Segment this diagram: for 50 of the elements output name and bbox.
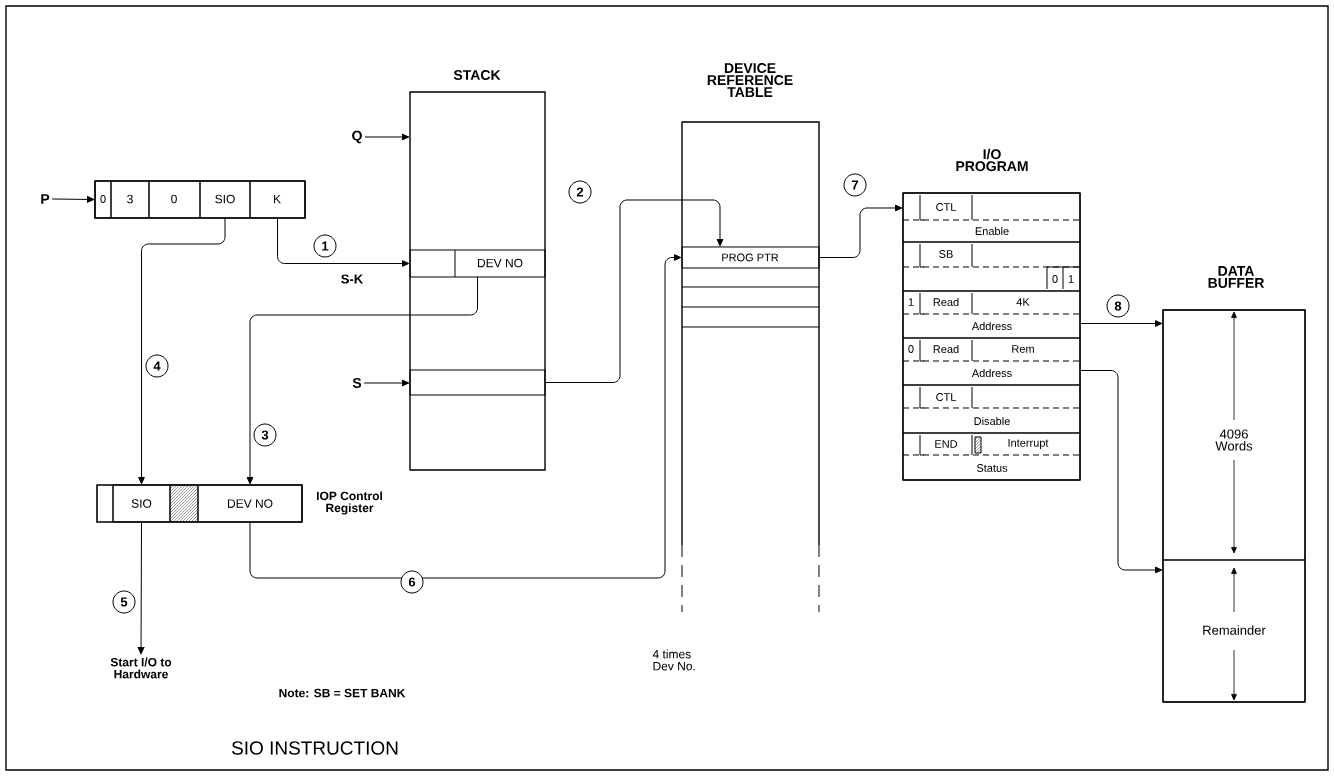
arrow — [246, 276, 478, 485]
pointer-label: S-K — [341, 274, 364, 284]
arrow — [1079, 370, 1163, 574]
stack-row — [409, 369, 546, 396]
program-entry — [902, 432, 1081, 481]
node-label: STACK — [453, 70, 501, 80]
arrow — [277, 217, 410, 267]
program-entry: END Interrupt Status — [935, 436, 1049, 472]
program-entry: CTL Disable — [902, 384, 1081, 434]
caption: SIO INSTRUCTION — [231, 741, 398, 755]
program-entry: 0 Read Rem Address — [902, 337, 1081, 386]
buffer-section: Remainder — [1162, 559, 1306, 703]
table-row: PROG PTR — [681, 246, 820, 269]
register-field: 0 — [148, 180, 201, 219]
register-field: DEV NO — [197, 484, 303, 523]
step-number: 4 — [145, 354, 169, 378]
register-field: K — [249, 180, 306, 219]
arrow — [818, 204, 903, 258]
step-number: 2 — [568, 180, 592, 204]
arrow — [51, 196, 95, 203]
step-number: 6 — [400, 570, 424, 594]
register-field: SIO — [199, 180, 251, 219]
arrow — [1079, 320, 1163, 327]
arrow — [544, 199, 724, 383]
register-field: 3 — [110, 180, 150, 219]
note-text: Note: SB = SET BANK — [279, 688, 406, 698]
stack-row: DEV NO — [409, 249, 546, 278]
node-label: DATA BUFFER — [1208, 266, 1265, 288]
pointer-label: S — [352, 378, 362, 388]
arrow — [138, 217, 226, 485]
step-number: 5 — [112, 590, 136, 614]
register-field: 0 — [94, 180, 112, 219]
program-entry: SB 0 1 — [902, 241, 1081, 292]
node-label: I/O PROGRAM — [956, 148, 1028, 172]
program-entry: CTL Enable — [902, 192, 1081, 243]
step-number: 8 — [1106, 294, 1130, 318]
pointer-label: P — [41, 194, 50, 204]
note-text: 4 times Dev No. — [652, 649, 695, 671]
arrow — [363, 379, 410, 387]
register-field: SIO — [112, 484, 171, 523]
arrow — [137, 521, 145, 655]
arrow — [364, 133, 410, 141]
output-label: Start I/O to Hardware — [110, 657, 172, 679]
step-number: 7 — [843, 173, 867, 197]
program-entry: 1 Read 4K Address — [902, 290, 1081, 339]
buffer-section: 4096 Words — [1162, 309, 1306, 561]
pointer-label: Q — [352, 130, 362, 144]
step-number: 3 — [253, 423, 277, 447]
step-number: 1 — [313, 234, 337, 258]
arrow — [249, 254, 682, 579]
